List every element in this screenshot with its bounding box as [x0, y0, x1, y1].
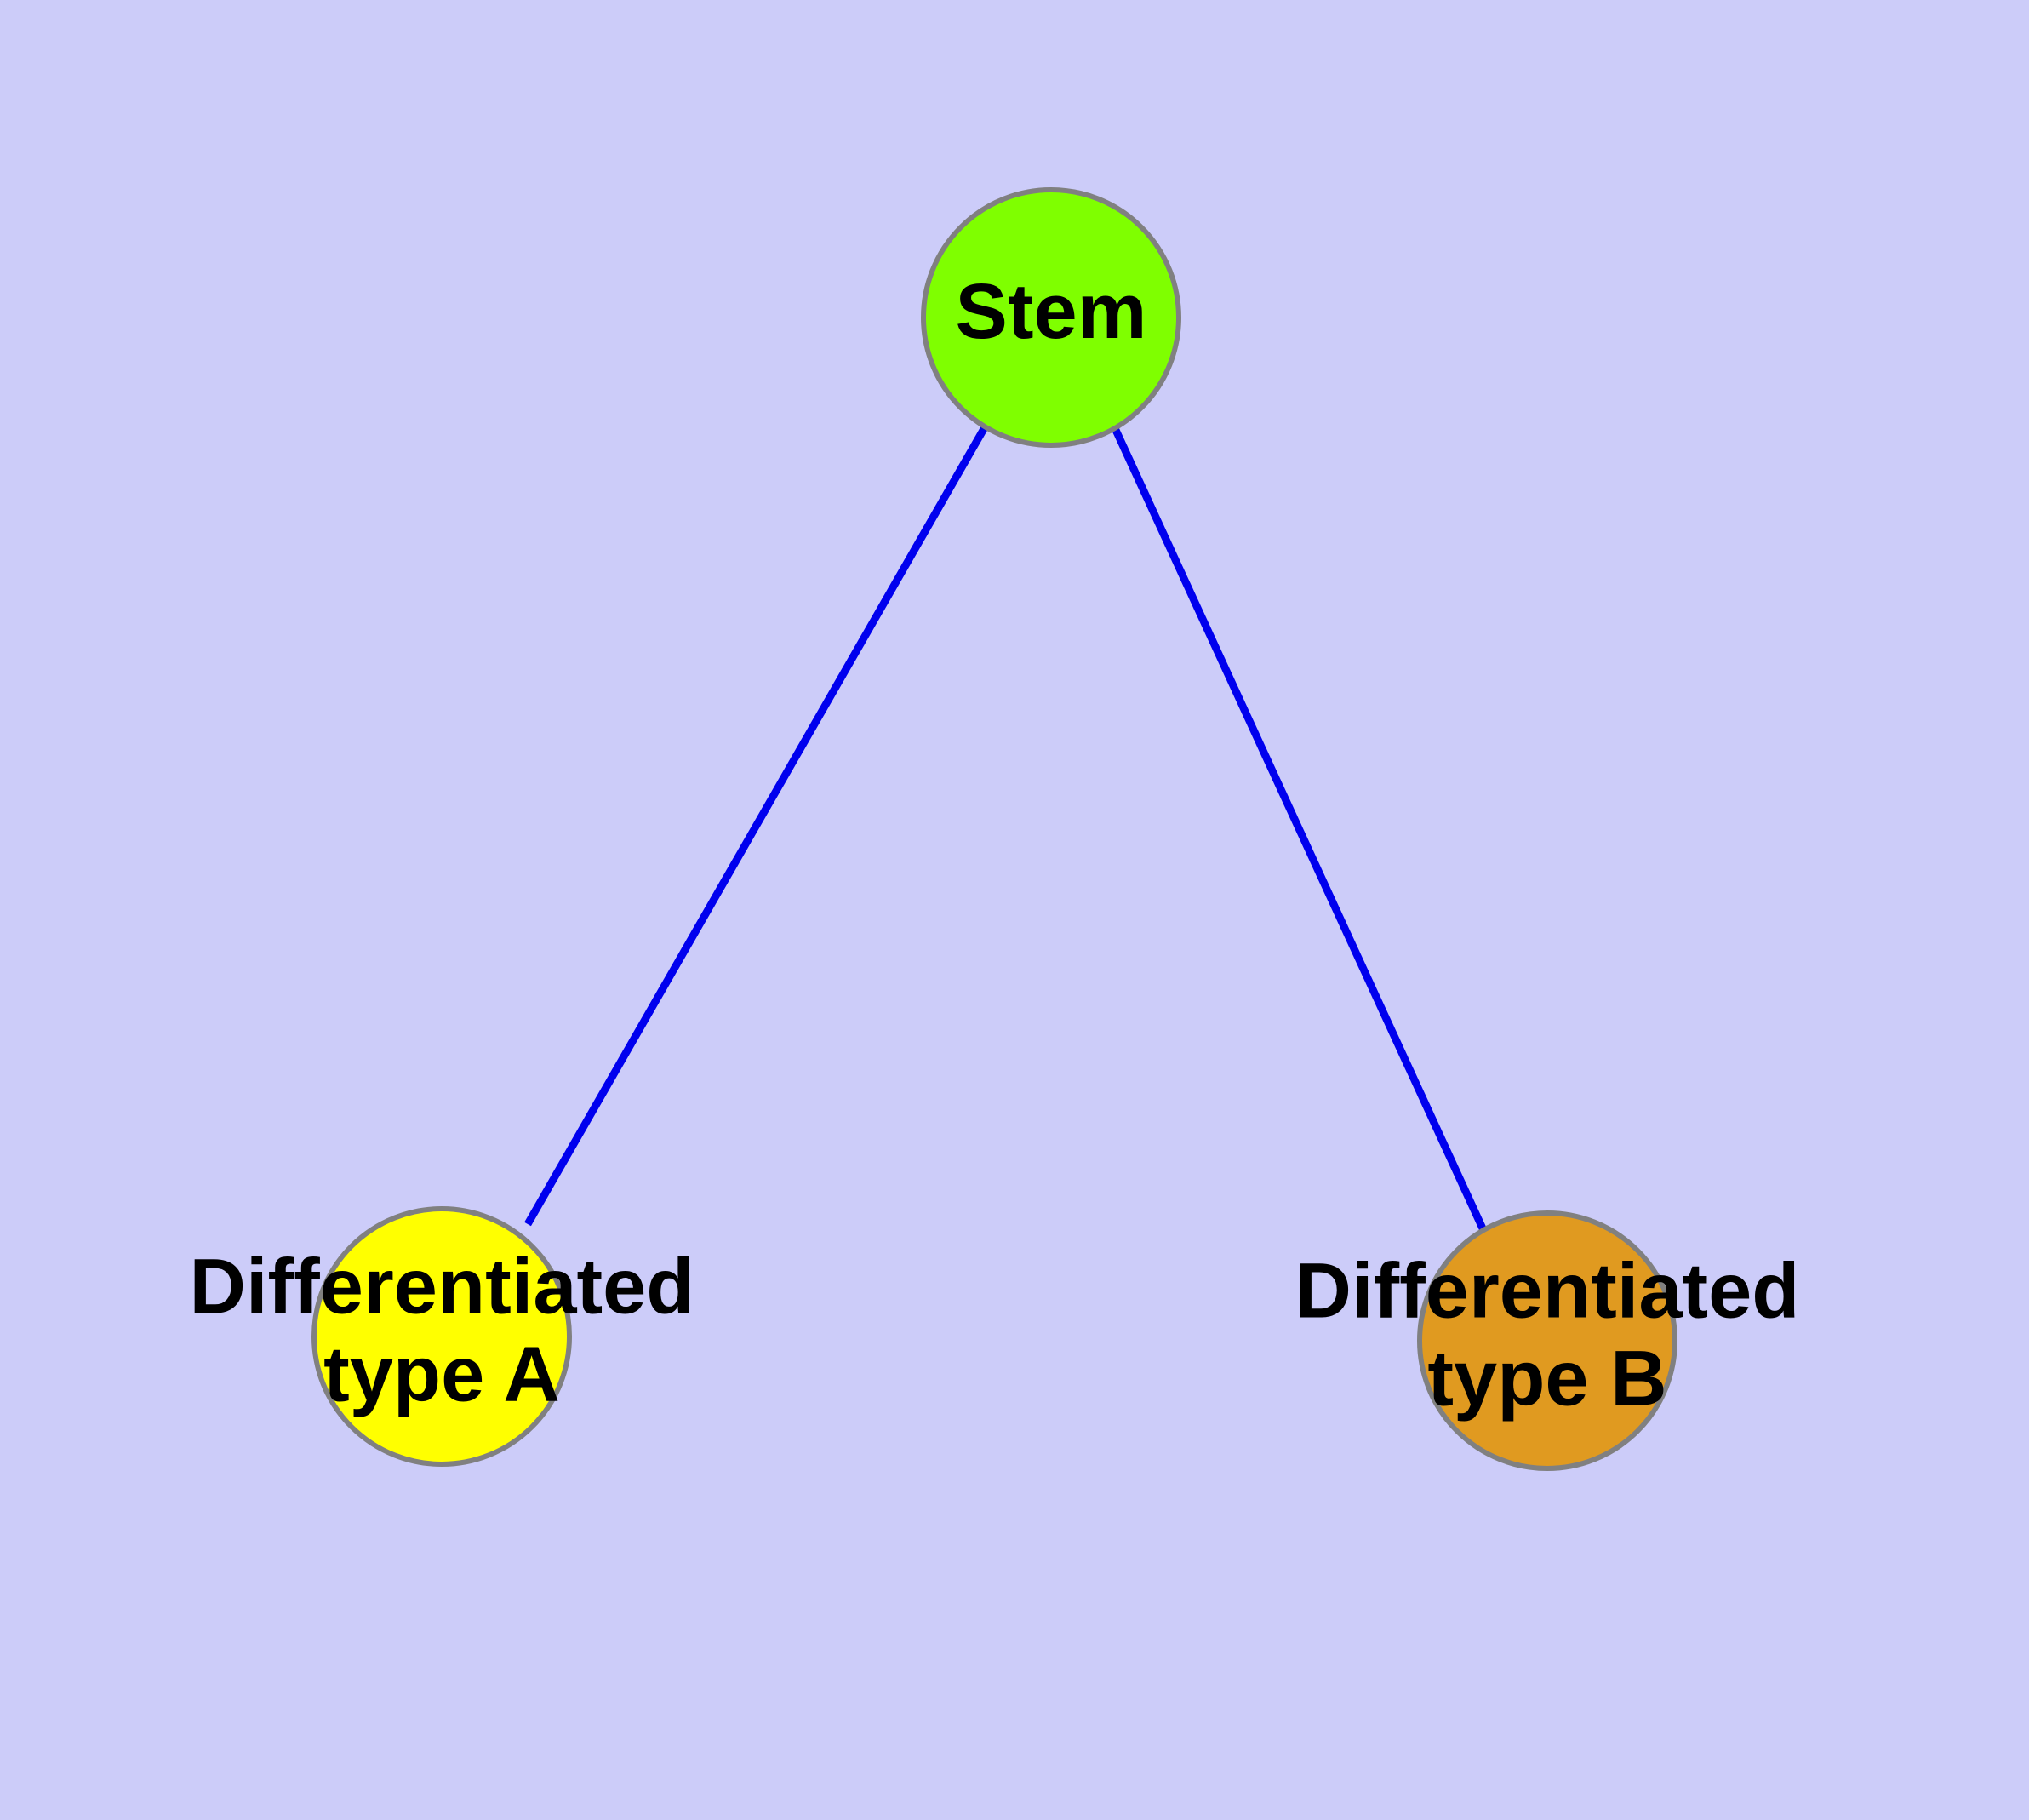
node-label-line: Differentiated	[1295, 1248, 1800, 1335]
node-label-line: type B	[1427, 1336, 1666, 1422]
graph-node-stem[interactable]: Stem	[921, 187, 1181, 448]
node-circle-diff_a[interactable]	[311, 1206, 572, 1467]
node-circle-diff_b[interactable]	[1417, 1210, 1677, 1471]
graph-edge-stem-to-diff-b[interactable]	[1111, 426, 1487, 1230]
node-label-line: Differentiated	[190, 1244, 694, 1331]
node-label-line: Stem	[956, 268, 1147, 355]
graph-edge-stem-to-diff-a[interactable]	[524, 425, 988, 1227]
node-circle-stem[interactable]	[921, 187, 1181, 448]
node-label-line: type A	[323, 1331, 560, 1418]
node-label-stem: Stem	[956, 268, 1147, 355]
edges-layer	[524, 425, 1487, 1230]
